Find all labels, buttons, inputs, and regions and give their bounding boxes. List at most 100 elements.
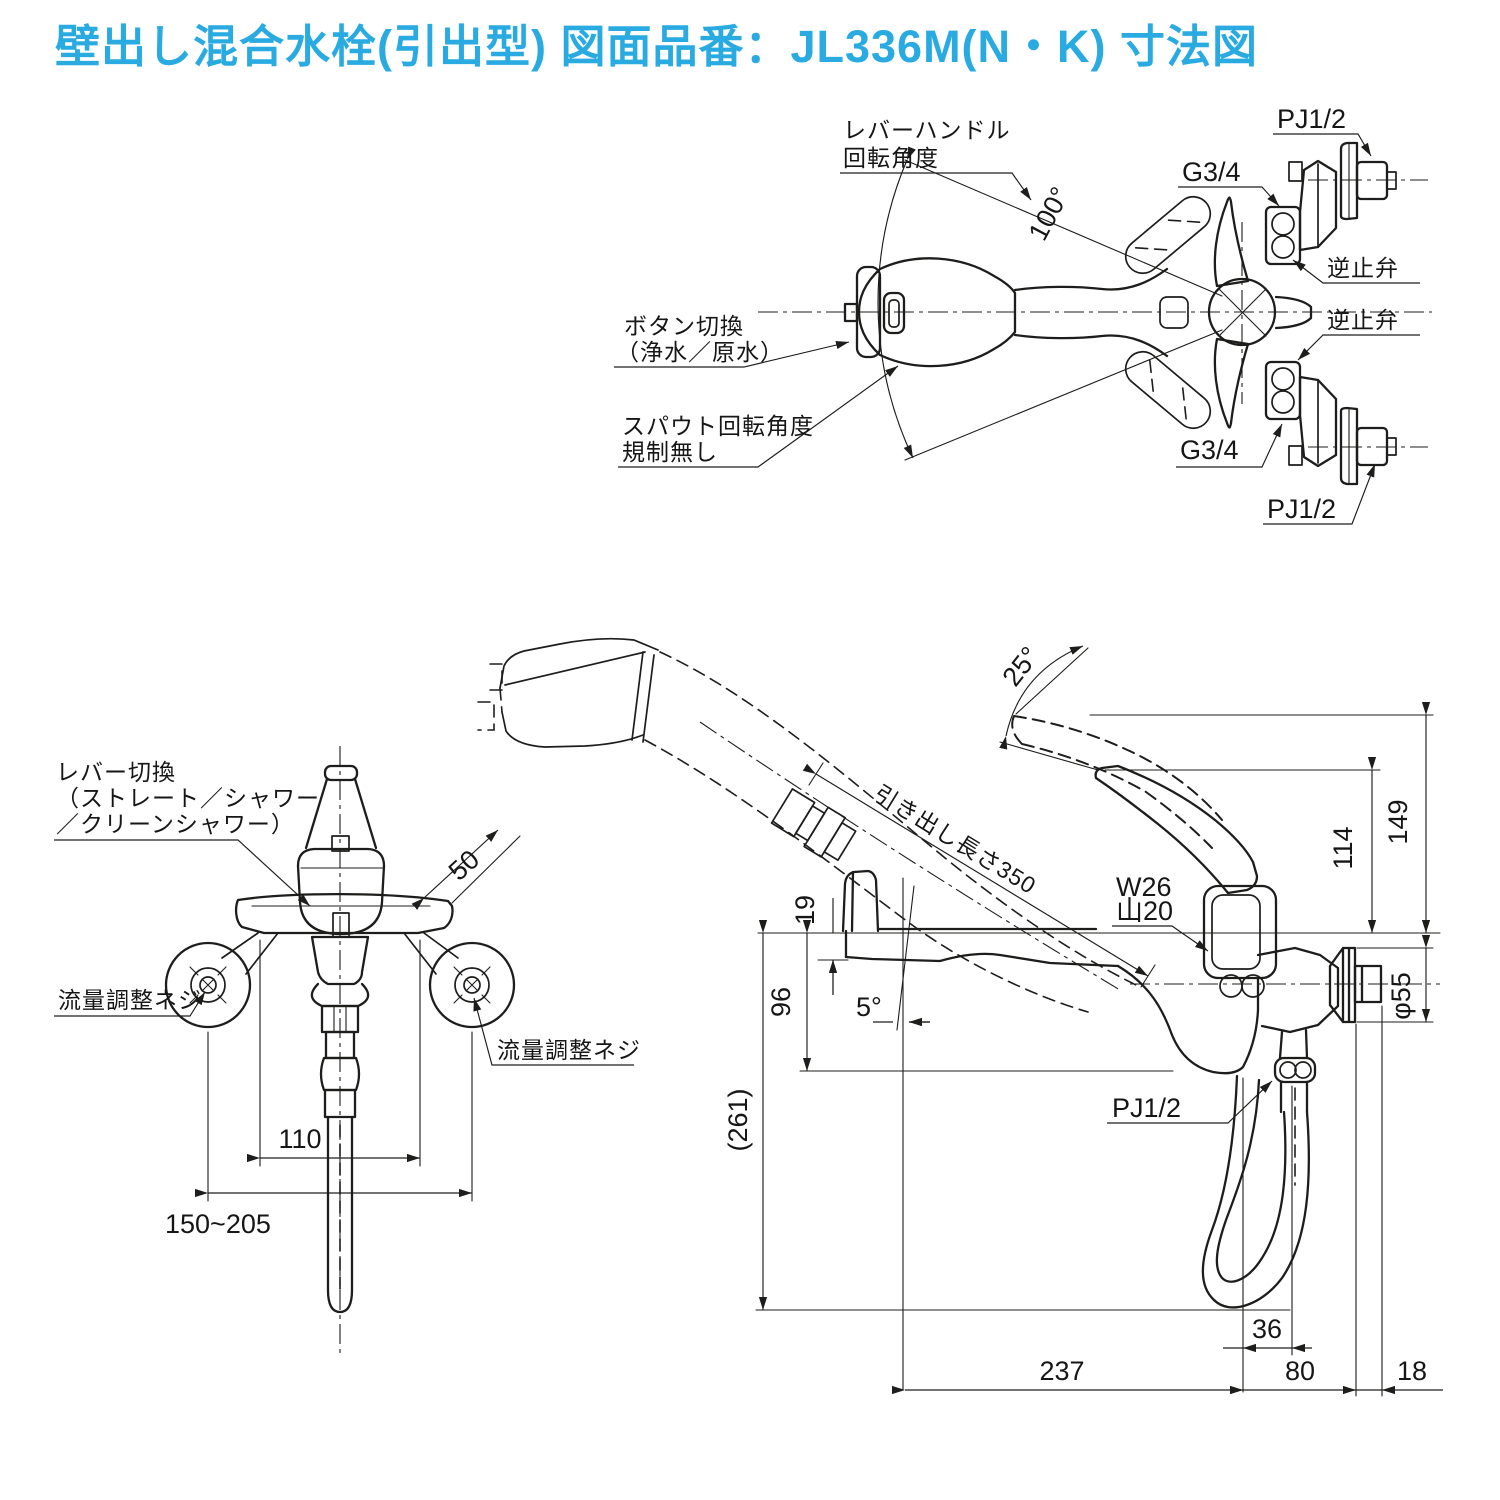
centerline-elbows [1308, 179, 1428, 448]
label-button-1: ボタン切換 [624, 313, 744, 339]
sprayer-neck-band [631, 651, 655, 743]
side-view: 25° 引き出し長さ350 W26 山20 PJ1/2 19 96 (261) [477, 637, 1443, 1397]
flange-side [1328, 946, 1357, 1024]
wall-stub-lower [1386, 437, 1397, 456]
label-check-valve-lower: 逆止弁 [1327, 307, 1399, 333]
escutcheon-bar [234, 892, 454, 935]
dim-50-text: 50 [443, 844, 485, 886]
label-check-valve-upper: 逆止弁 [1327, 255, 1399, 281]
leader-spout-rotation [618, 365, 899, 468]
dim-19-text: 19 [790, 895, 820, 925]
hub-cross-lines [1218, 288, 1267, 337]
label-pj-top: PJ1/2 [1277, 104, 1346, 134]
phantom-blade-section [1148, 359, 1188, 421]
wand-coupling [323, 1088, 357, 1119]
rotation-leg-lines [904, 159, 1223, 461]
phantom-blade [1124, 350, 1212, 430]
cartridge-cap-inner [1211, 894, 1261, 970]
handle-cap [855, 265, 882, 359]
disc-outer [428, 941, 516, 1029]
wand-axis-tilted [896, 885, 915, 1031]
label-lever-switch-3: ／クリーンシャワー） [56, 811, 295, 837]
dim-350-text: 引き出し長さ350 [869, 780, 1041, 899]
label-button-2: （浄水／原水） [616, 339, 784, 365]
phantom-handle-upper [1124, 195, 1212, 275]
mount-disc-left [164, 941, 252, 1029]
wand-stem [331, 835, 350, 852]
leader-button [614, 341, 850, 368]
label-lever-handle-2: 回転角度 [843, 145, 939, 171]
escutcheon-petal-upper [1213, 196, 1250, 288]
dim-114-text: 114 [1328, 826, 1358, 869]
wand-head-docked [841, 869, 880, 959]
dim-80-text: 80 [1285, 1356, 1315, 1386]
coupling-step4 [823, 822, 857, 862]
label-lever-switch-1: レバー切換 [56, 759, 176, 785]
hose-loop-outer [1201, 1074, 1310, 1309]
dim-18-text: 18 [1397, 1356, 1427, 1386]
phantom-blade [1124, 195, 1212, 275]
body-nut-lines [333, 1005, 347, 1033]
hose-coupling-nut [1273, 1056, 1317, 1084]
dim-50 [411, 829, 499, 910]
hose-extended-dashed [644, 651, 1139, 1013]
leader-g-bottom [1176, 423, 1283, 468]
dim-110-text: 110 [278, 1124, 321, 1154]
mount-disc-right [428, 941, 516, 1029]
check-valve-lower-nut2 [1271, 390, 1295, 414]
disc-outer [164, 941, 252, 1029]
label-spout-rotation-2: 規制無し [622, 439, 718, 465]
flow-screw [463, 976, 481, 994]
leader-check-upper [1292, 259, 1420, 284]
elbow-cap-lower [1288, 445, 1303, 466]
elbow-arm-upper [1298, 159, 1338, 252]
rotation-arc-100 [877, 146, 916, 459]
spout-barrel [1013, 267, 1169, 358]
wand-flare [304, 777, 378, 850]
leader-g-top [1178, 186, 1280, 207]
cartridge-cap [1202, 884, 1278, 980]
disc-ring [454, 967, 490, 1003]
dim-149-text: 149 [1383, 799, 1413, 844]
front-view: 50 レバー切換 （ストレート／シャワー ／クリーンシャワー） 流量調整ネジ 流… [54, 746, 641, 1355]
coupling-step3 [803, 806, 847, 858]
label-g-bottom: G3/4 [1180, 435, 1239, 465]
leader-flow-screw-left [54, 991, 206, 1017]
hose-connector-tube [1279, 1080, 1309, 1114]
drawing-title: 壁出し混合水栓(引出型) 図面品番：JL336M(N・K) 寸法図 [55, 21, 1259, 72]
dim-237-text: 237 [1039, 1356, 1084, 1386]
spout-pivot [1159, 296, 1189, 329]
dim-55-text: φ55 [1386, 972, 1416, 1020]
dim-36-text: 36 [1252, 1314, 1282, 1344]
label-lever-switch-2: （ストレート／シャワー [56, 785, 320, 811]
dim-261-text: (261) [723, 1088, 753, 1151]
label-g-top: G3/4 [1182, 157, 1241, 187]
leader-thread [1112, 925, 1209, 952]
ext-wall-lines [1355, 1005, 1383, 1397]
ext-114-149-top [1089, 714, 1434, 771]
check-valve-upper-nut2 [1271, 235, 1295, 259]
dim-5-text: 5° [856, 992, 882, 1022]
flange-upper [1339, 141, 1359, 221]
ext-150 [207, 1031, 473, 1202]
spout-docked [844, 927, 1120, 968]
label-lever-handle-1: レバーハンドル [843, 117, 1011, 143]
phantom-blade-section [1134, 219, 1202, 251]
check-valve-side-2 [1241, 974, 1265, 998]
screw-cross [189, 966, 227, 1004]
wall-stub-upper [1386, 171, 1397, 190]
flange-lower [1339, 406, 1359, 486]
label-pj-side: PJ1/2 [1112, 1093, 1181, 1123]
wall-nipple [1353, 964, 1383, 1004]
lever-handle-phantom [1011, 715, 1223, 849]
wall-elbow-side [1256, 946, 1340, 1060]
lever-switch-head [296, 847, 386, 936]
phantom-handle-lower [1124, 350, 1212, 430]
check-valve-upper-nut1 [1271, 212, 1295, 236]
label-flow-screw-right: 流量調整ネジ [497, 1037, 641, 1063]
leader-pj-top [1273, 133, 1372, 157]
coupling-circle-1 [1279, 1061, 1297, 1079]
ext-36 [1242, 1077, 1293, 1393]
switch-button [882, 291, 906, 335]
